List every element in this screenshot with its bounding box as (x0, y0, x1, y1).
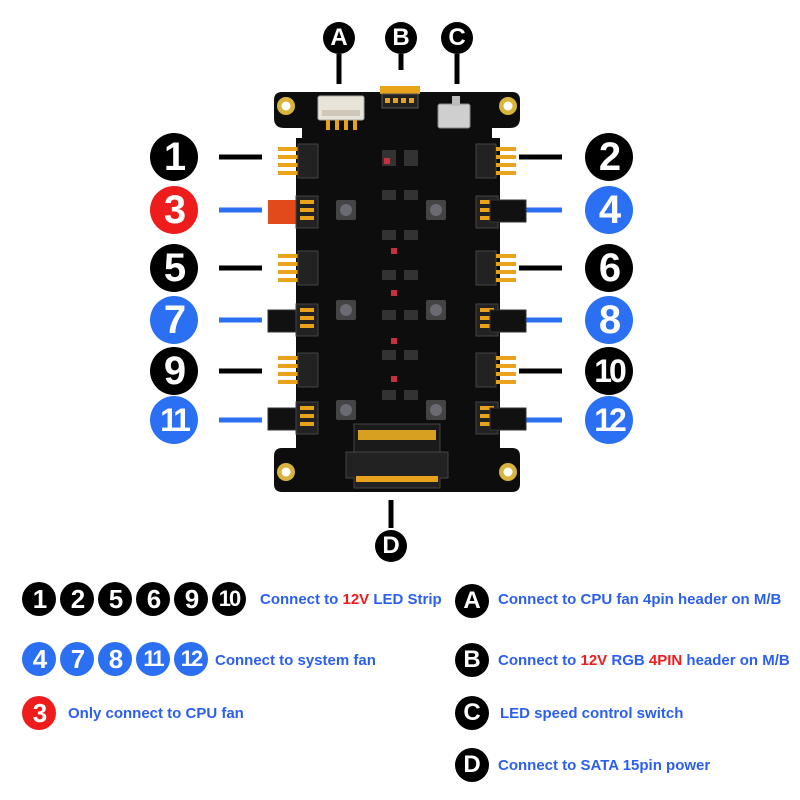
callout-b: B (385, 22, 417, 54)
port-11-badge: 11 (150, 396, 198, 444)
legend-letter-b: B (455, 643, 489, 677)
port-12-badge: 12 (585, 396, 633, 444)
legend-fan-text: Connect to system fan (215, 652, 376, 669)
mounting-holes (277, 97, 517, 481)
capacitors (336, 200, 446, 420)
port-8-badge: 8 (585, 296, 633, 344)
left-headers (267, 143, 319, 435)
legend-b-text: Connect to 12V RGB 4PIN header on M/B (498, 652, 790, 669)
callout-d: D (375, 530, 407, 562)
port-7-badge: 7 (150, 296, 198, 344)
legend-letter-a: A (455, 584, 489, 618)
callout-c: C (441, 22, 473, 54)
legend-badge-10: 10 (212, 582, 246, 616)
port-1-badge: 1 (150, 133, 198, 181)
hub-board-diagram (219, 54, 562, 528)
legend-cpu-text: Only connect to CPU fan (68, 705, 244, 722)
legend-badge-6: 6 (136, 582, 170, 616)
legend-a-text: Connect to CPU fan 4pin header on M/B (498, 591, 782, 608)
sata-connector (345, 423, 449, 489)
legend-badge-5: 5 (98, 582, 132, 616)
port-4-badge: 4 (585, 186, 633, 234)
legend-badge-2: 2 (60, 582, 94, 616)
legend-badge-11: 11 (136, 642, 170, 676)
legend-badge-9: 9 (174, 582, 208, 616)
callout-a: A (323, 22, 355, 54)
port-5-badge: 5 (150, 244, 198, 292)
legend-badge-3: 3 (22, 696, 56, 730)
legend-d-text: Connect to SATA 15pin power (498, 757, 711, 774)
port-9-badge: 9 (150, 347, 198, 395)
legend-led-text: Connect to 12V LED Strip (260, 591, 442, 608)
legend-badge-8: 8 (98, 642, 132, 676)
leader-lines (336, 54, 460, 528)
legend-letter-c: C (455, 696, 489, 730)
cpu-fan-input-connector (317, 95, 365, 130)
port-2-badge: 2 (585, 133, 633, 181)
port-3-badge: 3 (150, 186, 198, 234)
legend-badge-4: 4 (22, 642, 56, 676)
legend-badge-7: 7 (60, 642, 94, 676)
port-6-badge: 6 (585, 244, 633, 292)
port-10-badge: 10 (585, 347, 633, 395)
rgb-input-header (380, 86, 420, 109)
status-leds (384, 158, 397, 382)
legend-letter-d: D (455, 748, 489, 782)
right-headers (475, 143, 527, 435)
legend-c-text: LED speed control switch (500, 705, 684, 722)
speed-switch (437, 96, 471, 129)
legend-badge-12: 12 (174, 642, 208, 676)
legend-badge-1: 1 (22, 582, 56, 616)
